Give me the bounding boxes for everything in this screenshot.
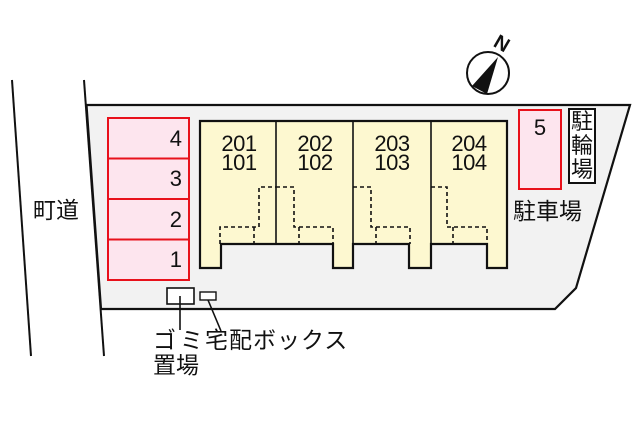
unit-number-upper: 202 — [297, 131, 333, 156]
delivery-box — [199, 291, 217, 301]
unit-number-lower: 102 — [297, 150, 333, 175]
parking-space-1-number: 1 — [169, 247, 182, 272]
unit-label-203-103: 203 103 — [354, 131, 430, 175]
road-label: 町道 — [33, 197, 79, 223]
bicycle-parking-char: 駐 — [570, 109, 593, 134]
bicycle-parking-box — [568, 108, 596, 184]
unit-number-upper: 203 — [374, 131, 410, 156]
unit-number-upper: 204 — [451, 131, 487, 156]
entrance-outline-201 — [219, 186, 276, 244]
delivery-leader-line — [207, 299, 222, 332]
parking-space-3 — [107, 157, 190, 200]
parking-spaces-left — [107, 117, 190, 281]
delivery-box-label: 宅配ボックス — [205, 327, 349, 353]
bicycle-parking-char: 輪 — [570, 133, 593, 158]
unit-entrance-outlines — [219, 186, 488, 244]
parking-space-5 — [518, 109, 562, 190]
road-edge-left — [11, 79, 32, 357]
compass-icon — [466, 51, 510, 95]
unit-number-lower: 101 — [221, 150, 257, 175]
unit-number-upper: 201 — [221, 131, 257, 156]
unit-number-lower: 104 — [451, 150, 487, 175]
entrance-outline-204 — [431, 186, 488, 244]
entrance-outline-203 — [353, 186, 411, 244]
unit-label-201-101: 201 101 — [201, 131, 277, 175]
unit-number-lower: 103 — [374, 150, 410, 175]
parking-space-4 — [107, 117, 190, 160]
parking-space-1 — [107, 238, 190, 281]
bicycle-parking-label: 駐 輪 場 — [569, 110, 595, 182]
entrance-outline-202 — [276, 186, 334, 244]
parking-space-4-number: 4 — [169, 126, 182, 151]
bicycle-parking-char: 場 — [570, 157, 593, 182]
parking-space-3-number: 3 — [169, 166, 182, 191]
parking-space-5-number: 5 — [533, 115, 547, 140]
garbage-area-label-line2: 置場 — [153, 352, 199, 378]
garbage-area-label-line1: ゴミ — [153, 327, 207, 353]
parking-space-2-number: 2 — [169, 207, 182, 232]
unit-label-202-102: 202 102 — [277, 131, 353, 175]
unit-label-204-104: 204 104 — [431, 131, 507, 175]
parking-lot-label: 駐車場 — [513, 198, 582, 224]
